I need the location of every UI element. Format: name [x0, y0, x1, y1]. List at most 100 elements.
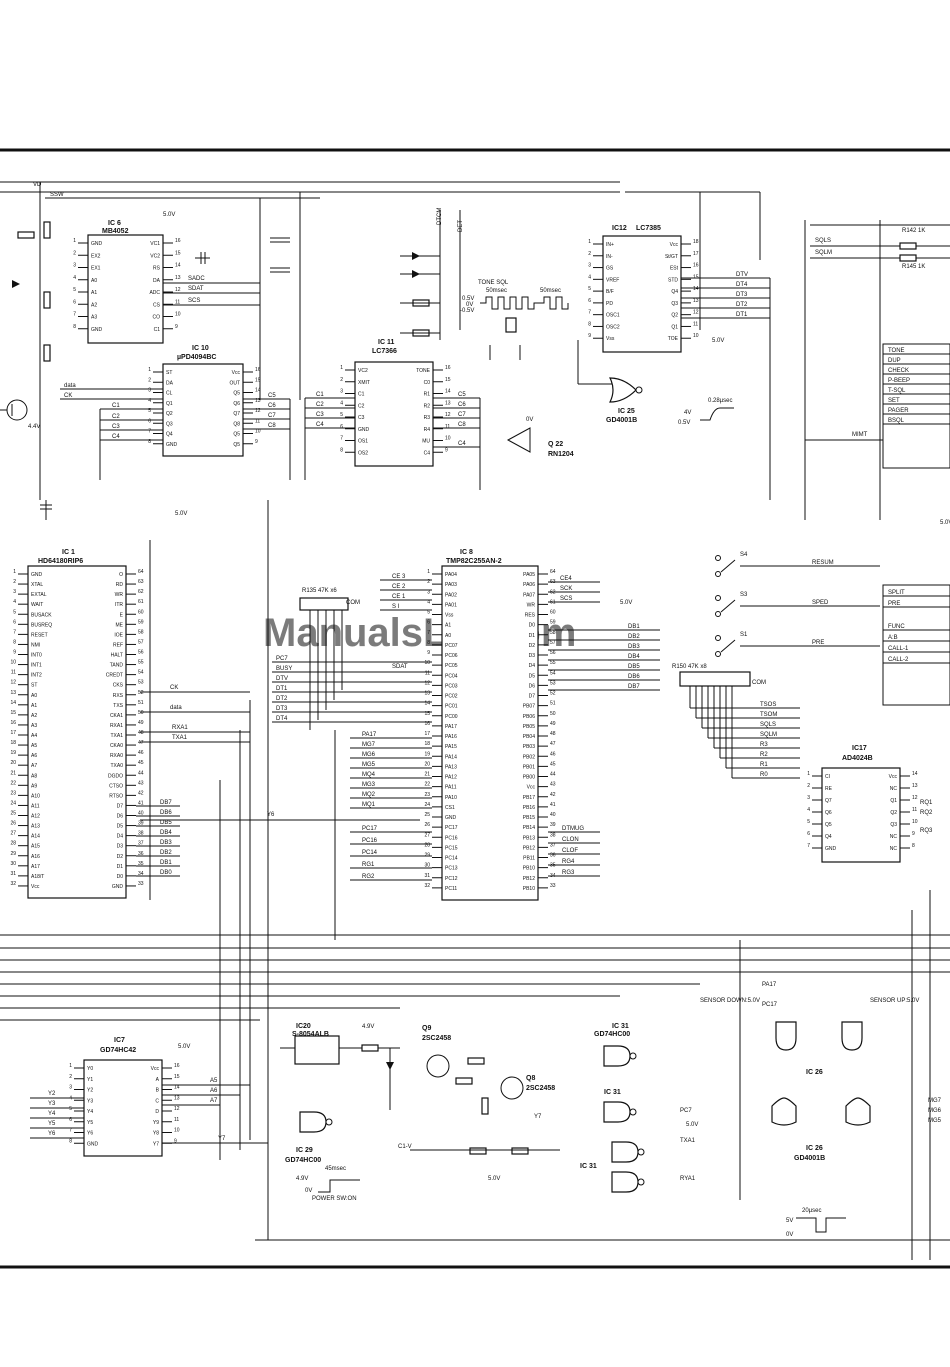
ic6-pins-rname-5: CS	[153, 302, 161, 308]
ic8-pins-lnum-5: 6	[427, 620, 430, 626]
ic8-pins-rnum-6: 58	[550, 630, 556, 636]
ic11-out-c8: C8	[458, 422, 466, 428]
ic1-pins-rnum-20: 44	[138, 770, 144, 776]
right-sqlm: SQLM	[815, 250, 832, 256]
ic8-pins-rname-2: PA07	[523, 592, 535, 598]
ic1-pins-lnum-26: 27	[10, 831, 16, 837]
ic6-pins-rnum-0: 16	[175, 238, 181, 244]
ic8-pins-lnum-9: 10	[424, 660, 430, 666]
ic8-pins-lnum-17: 18	[424, 741, 430, 747]
ic8-pins-rname-27: PB12	[523, 845, 535, 851]
ic1-pins-rname-17: CKA0	[110, 743, 123, 749]
ic6-pins-lname-2: EX1	[91, 266, 101, 272]
r135-network: R135 47K x6 COM	[299, 588, 360, 730]
ic8-pins-rname-5: D0	[529, 623, 536, 629]
ic20-ref: IC20	[296, 1023, 311, 1030]
ic11-pins-rname-4: R3	[424, 415, 431, 421]
ic31a: IC 31 GD74HC00	[594, 1023, 637, 1067]
ic10-pins-lname-7: GND	[166, 442, 178, 448]
ic8-pins-lname-29: PC13	[445, 866, 458, 872]
ic7-pins-lnum-6: 7	[69, 1128, 72, 1134]
ic6-pins-lnum-6: 7	[73, 312, 76, 318]
ic8-pins-lname-27: PC15	[445, 845, 458, 851]
ic8-pins-lname-11: PC03	[445, 683, 458, 689]
ic1-pins-lnum-17: 18	[10, 740, 16, 746]
ic8-lt-3: S I	[392, 604, 400, 610]
ic10-pins-lname-1: DA	[166, 380, 174, 386]
ic10-out-c7: C7	[268, 413, 276, 419]
ic1-pins-rname-25: D5	[117, 824, 124, 830]
ic1-pins-lname-31: Vcc	[31, 884, 40, 890]
ic1-pins-rname-4: E	[120, 612, 124, 618]
ic1-pins-lname-13: A1	[31, 703, 37, 709]
ic31a-part: GD74HC00	[594, 1031, 630, 1038]
ic8-pins-lname-16: PA16	[445, 734, 457, 740]
ic8-pins-rnum-24: 40	[550, 812, 556, 818]
ic11-ref: IC 11	[378, 339, 394, 346]
ic11-pins-rnum-2: 14	[445, 389, 451, 395]
ic8-pc1-3: RG1	[362, 862, 375, 868]
v44-label: 4.4V	[28, 424, 40, 430]
t45-label: 45msec	[325, 1166, 346, 1172]
ic17-pins-lnum-4: 5	[807, 819, 810, 825]
ic1-pins-lname-28: A16	[31, 854, 40, 860]
ic17-pins-lname-2: Q7	[825, 798, 832, 804]
ic1-pins-rname-6: IOE	[114, 632, 123, 638]
ic1-pins-lnum-9: 10	[10, 660, 16, 666]
ic8-pins-rnum-4: 60	[550, 610, 556, 616]
ic8-pins-lnum-7: 8	[427, 640, 430, 646]
ic10-out-c6: C6	[268, 403, 276, 409]
ic1-side-signals: CK data RXA1 TXA1	[140, 540, 250, 900]
ic11-in-c2: C2	[316, 402, 324, 408]
ic7-pins-lnum-7: 8	[69, 1138, 72, 1144]
ic12-pins-lname-4: B/F	[606, 289, 614, 295]
ic7-ref: IC7	[114, 1037, 125, 1044]
ic8-pc1-0: PC17	[362, 826, 378, 832]
ic8-pins-rnum-23: 41	[550, 802, 556, 808]
ic17-ref: IC17	[852, 745, 867, 752]
ic8-pins-lname-3: PA01	[445, 602, 457, 608]
ic8-pins-rname-13: PB07	[523, 704, 535, 710]
ic1-pins-lname-0: GND	[31, 572, 43, 578]
ic8-pc1-4: RG2	[362, 874, 375, 880]
ic8-pins-rname-11: D6	[529, 683, 536, 689]
ic8-pins-lname-2: PA02	[445, 592, 457, 598]
t50-label-2: 50msec	[540, 288, 561, 294]
ic11-pins-lname-3: C2	[358, 403, 365, 409]
ic10-pins-rname-7: Q5	[233, 442, 240, 448]
ic1-pins-lname-29: A17	[31, 864, 40, 870]
ic20-body	[294, 1035, 340, 1065]
ic17-pins-lnum-0: 1	[807, 771, 810, 777]
ic12-pins-lname-8: Vss	[606, 336, 615, 342]
ic8-pins-lnum-1: 2	[427, 579, 430, 585]
ic8-lm-6: DT4	[276, 716, 288, 722]
ic1: IC 1 HD64180RIP6 GND1XTAL2EXTAL3WAIT4BUS…	[10, 549, 144, 899]
ic1-pins-lnum-22: 23	[10, 790, 16, 796]
ic1-pins-rnum-26: 38	[138, 831, 144, 837]
t50-label-1: 50msec	[486, 288, 507, 294]
ic1-pins-lnum-10: 11	[11, 670, 16, 676]
ic1-pins-lnum-8: 9	[13, 650, 16, 656]
ic1-pins-rname-23: D7	[117, 803, 124, 809]
ic6-pins-rnum-3: 13	[175, 275, 181, 281]
ic7-pins-rnum-6: 10	[174, 1128, 180, 1134]
right-mid-0: SPLIT	[888, 590, 905, 596]
ic1-pins-lname-16: A4	[31, 733, 37, 739]
t28-label: 0.28µsec	[708, 398, 732, 404]
ic8-pins-rnum-27: 37	[550, 842, 556, 848]
ic1-pins-rnum-31: 33	[138, 881, 144, 887]
ic1-pins-lnum-13: 14	[10, 700, 16, 706]
ic6-pins-rname-3: DA	[153, 278, 161, 284]
ic1-pins: GND1XTAL2EXTAL3WAIT4BUSACK5BUSREQ6RESET7…	[10, 569, 143, 890]
ic7-out-y7: Y7	[218, 1136, 226, 1142]
ic7-nets: A5 A6 A7 Y7 Y2 Y3 Y4 Y5 Y6 5.0V	[30, 1044, 268, 1144]
ic31c-ref: IC 31	[580, 1163, 597, 1170]
ic17-rq3: RQ3	[920, 828, 933, 834]
right-panel-2: CHECK	[888, 368, 909, 374]
ic8-pins-rname-12: D7	[529, 694, 536, 700]
ic11-pins-lnum-2: 3	[340, 389, 343, 395]
ic1-pins-lnum-4: 5	[13, 609, 16, 615]
ic12-pins-rname-4: Q4	[671, 289, 678, 295]
ic8-pins-rname-8: D3	[529, 653, 536, 659]
